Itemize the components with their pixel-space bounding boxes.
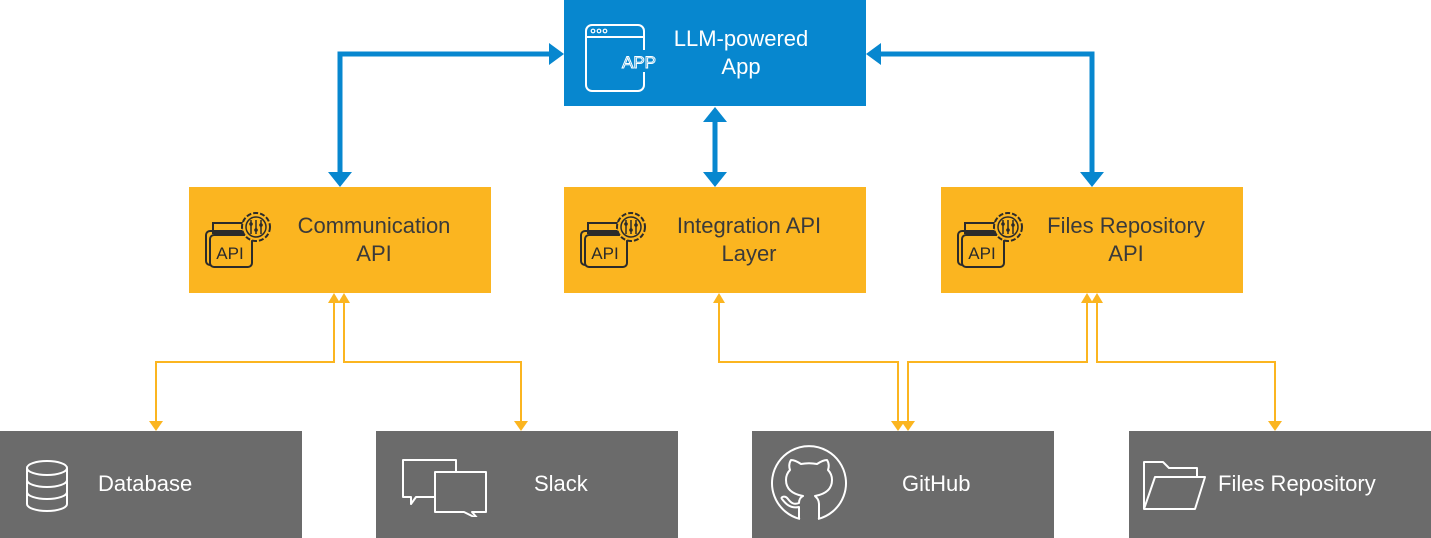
github-node[interactable]: GitHub — [752, 431, 1054, 538]
app-window-icon: APP — [585, 24, 660, 92]
arrowhead-files-api-bottom-right — [1091, 293, 1103, 303]
connector-app-files-api — [880, 51, 1095, 173]
github-icon — [771, 445, 847, 520]
slack-node[interactable]: Slack — [376, 431, 678, 538]
database-icon — [26, 460, 68, 512]
arrowhead-communication-api-bottom-right — [338, 293, 350, 303]
arrowhead-database-top — [149, 421, 163, 431]
connector-integration-api-github — [718, 302, 899, 422]
communication-api-label: Communication API — [269, 212, 479, 268]
database-node[interactable]: Database — [0, 431, 302, 538]
arrowhead-github-top-right — [901, 421, 915, 431]
app-icon-text: APP — [622, 53, 656, 72]
communication-api-label-line2: API — [356, 241, 392, 266]
connector-communication-api-database — [155, 302, 335, 422]
slack-label: Slack — [534, 471, 588, 496]
arrowhead-app-right — [866, 43, 881, 65]
arrowhead-slack-top — [514, 421, 528, 431]
connector-files-api-github — [907, 302, 1088, 422]
api-settings-icon: API — [957, 212, 1023, 268]
files-repository-api-label-line2: API — [1108, 241, 1144, 266]
arrowhead-files-repository-top — [1268, 421, 1282, 431]
connector-communication-api-slack — [343, 302, 522, 422]
files-repository-api-label-line1: Files Repository — [1047, 213, 1205, 238]
arrowhead-communication-api-bottom-left — [328, 293, 340, 303]
arrowhead-integration-api-bottom — [713, 293, 725, 303]
arrowhead-github-top-left — [891, 421, 905, 431]
api-settings-icon: API — [580, 212, 646, 268]
connector-files-api-files-repository — [1096, 302, 1276, 422]
communication-api-node[interactable]: API Communication API — [189, 187, 491, 293]
github-label: GitHub — [902, 471, 971, 496]
arrowhead-app-left — [549, 43, 564, 65]
database-label: Database — [98, 471, 193, 496]
files-repository-api-label: Files Repository API — [1021, 212, 1231, 268]
folder-icon — [1143, 461, 1206, 510]
integration-api-label-line1: Integration API — [676, 213, 822, 238]
llm-powered-app-node[interactable]: APP LLM-powered App — [564, 0, 866, 106]
integration-api-label-line2: Layer — [721, 241, 777, 266]
api-settings-icon: API — [205, 212, 271, 268]
api-icon-text: API — [591, 244, 618, 263]
integration-api-layer-node[interactable]: API Integration API Layer — [564, 187, 866, 293]
app-label-line2: App — [721, 54, 761, 79]
arrowhead-communication-api-top — [328, 172, 352, 187]
integration-api-label: Integration API Layer — [644, 212, 854, 268]
api-icon-text: API — [216, 244, 243, 263]
connector-app-communication-api — [337, 51, 551, 173]
app-label-line1: LLM-powered — [673, 26, 809, 51]
arrowhead-files-api-top — [1080, 172, 1104, 187]
app-label: LLM-powered App — [656, 25, 826, 81]
arrowhead-files-api-bottom-left — [1081, 293, 1093, 303]
files-repository-label: Files Repository — [1218, 471, 1376, 496]
communication-api-label-line1: Communication — [297, 213, 451, 238]
files-repository-node[interactable]: Files Repository — [1129, 431, 1431, 538]
chat-bubbles-icon — [402, 459, 487, 517]
arrowhead-app-bottom — [703, 107, 727, 122]
api-icon-text: API — [968, 244, 995, 263]
files-repository-api-node[interactable]: API Files Repository API — [941, 187, 1243, 293]
arrowhead-integration-api-top — [703, 172, 727, 187]
